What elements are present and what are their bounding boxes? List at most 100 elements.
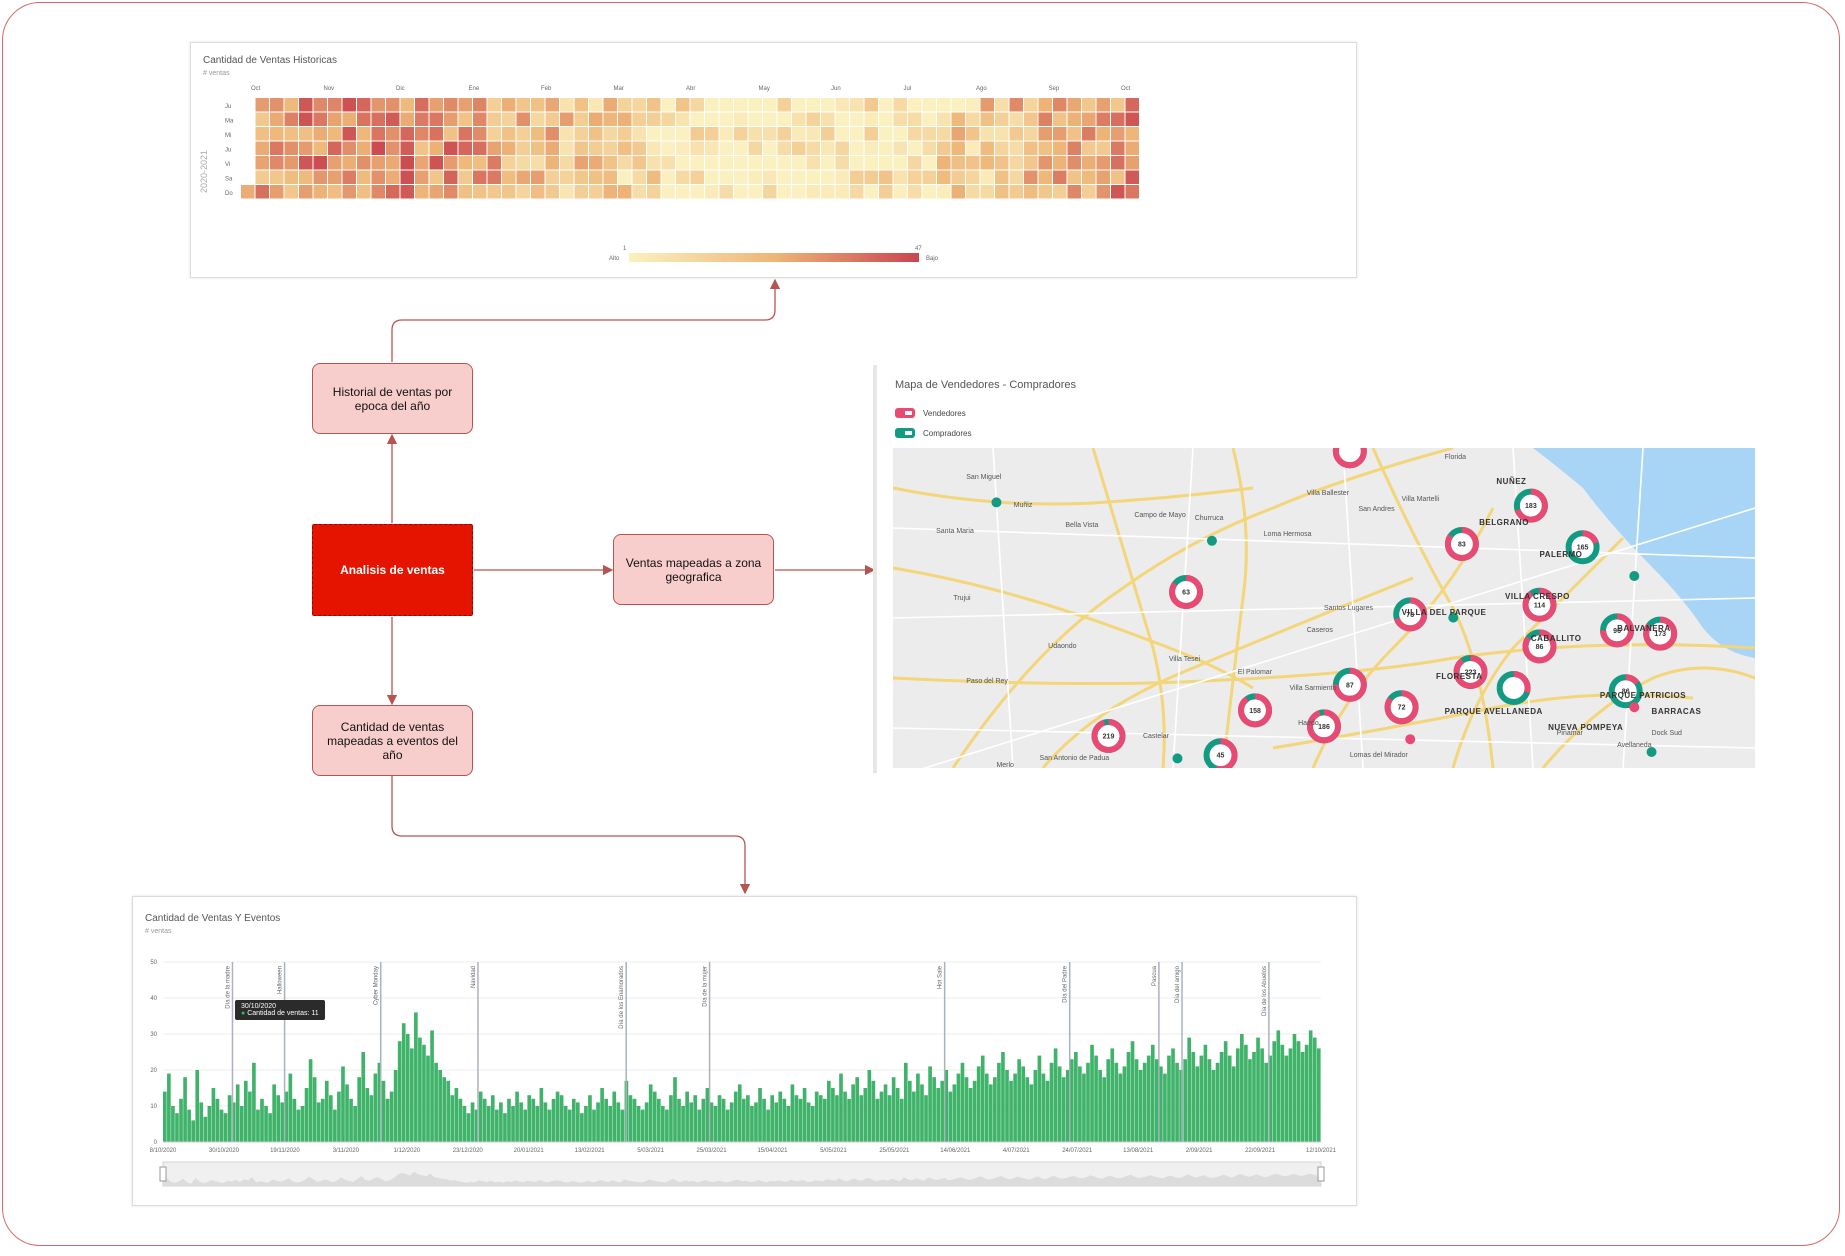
events-bar [924,1095,928,1142]
events-x-tick: 24/07/2021 [1062,1148,1093,1154]
legend-compradores[interactable]: Compradores [895,428,971,438]
heatmap-cell [879,156,893,170]
map-road [893,486,1254,506]
events-x-tick: 5/05/2021 [820,1148,847,1154]
heatmap-cell [1009,185,1023,199]
events-bar [503,1113,507,1142]
heatmap-cell [560,141,574,155]
events-x-tick: 22/09/2021 [1245,1148,1276,1154]
heatmap-cell [342,170,356,184]
heatmap-cell [864,98,878,112]
heatmap-cell [313,98,327,112]
legend-vendedores[interactable]: Vendedores [895,408,966,418]
heatmap-cell [545,127,559,141]
heatmap-cell [980,156,994,170]
heatmap-cell [284,127,298,141]
heatmap-cell [603,127,617,141]
heatmap-cell [386,170,400,184]
heatmap-cell [719,156,733,170]
heatmap-cell [922,98,936,112]
map-place-label: Florida [1444,454,1467,462]
heatmap-cell [1038,170,1052,184]
heatmap-cell [690,98,704,112]
events-bar [742,1098,746,1142]
map-donut-sellers [1332,448,1367,469]
map-place-label: Lomas del Mirador [1349,752,1408,759]
events-bar [762,1098,766,1142]
heatmap-cell [458,170,472,184]
heatmap-cell [821,170,835,184]
heatmap-cell [748,98,762,112]
events-title: Cantidad de Ventas Y Eventos [145,913,281,924]
node-events[interactable]: Cantidad de ventas mapeadas a eventos de… [312,705,473,776]
events-bar [450,1095,455,1142]
heatmap-cell [415,156,429,170]
events-bar [778,1091,783,1142]
events-bar [1114,1062,1119,1142]
events-bar [701,1098,706,1142]
events-bar [409,1048,414,1142]
map-place-label: Campo de Mayo [1134,512,1186,519]
events-bar [167,1073,171,1142]
heatmap-cell [632,156,646,170]
heatmap-cell [792,170,806,184]
events-bar [268,1113,272,1142]
events-bar [770,1095,774,1142]
map-road [1451,536,1625,768]
heatmap-cell [864,156,878,170]
heatmap-cell [516,112,530,126]
events-x-tick: 20/01/2021 [514,1148,545,1154]
heatmap-cell [632,98,646,112]
heatmap-month-label: Ene [469,86,480,92]
heatmap-cell [980,112,994,126]
events-bar [1183,1059,1187,1142]
heatmap-day-label: Ma [225,119,234,125]
map-road [1091,448,1166,768]
events-bar [1191,1052,1196,1142]
heatmap-cell [473,127,487,141]
map-donut-label: 96 [1613,628,1621,635]
map-donut-label: 86 [1536,644,1544,651]
heatmap-cell [386,127,400,141]
events-bar [1171,1048,1175,1142]
events-x-tick: 8/10/2020 [150,1148,177,1154]
events-bar [1150,1044,1155,1142]
heatmap-cell [502,156,516,170]
heatmap-cell [995,98,1009,112]
heatmap-cell [255,185,269,199]
heatmap-cell [444,156,458,170]
heatmap-cell [719,141,733,155]
heatmap-cell [603,141,617,155]
events-marker-label: Hot Sale [938,965,944,989]
map-donut-sellers [1238,693,1273,728]
node-geo[interactable]: Ventas mapeadas a zona geografica [613,534,774,605]
heatmap-cell [1067,98,1081,112]
heatmap-cell [603,156,617,170]
events-x-tick: 19/11/2020 [270,1148,300,1154]
heatmap-cell [1024,127,1038,141]
heatmap-cell [835,156,849,170]
heatmap-cell [908,112,922,126]
heatmap-cell [531,141,545,155]
events-bar [948,1091,953,1142]
map-donut-marker [1332,448,1367,469]
events-bar [1248,1059,1252,1142]
heatmap-cell [1038,98,1052,112]
heatmap-cell [473,185,487,199]
heatmap-cell [444,127,458,141]
map-place-label: Udaondo [1048,643,1077,651]
heatmap-day-label: Mi [225,133,231,139]
events-bar [693,1095,698,1142]
node-sales-analysis[interactable]: Analisis de ventas [312,524,473,616]
map-road [893,566,1254,690]
heatmap-cell [632,127,646,141]
heatmap-cell [415,98,429,112]
events-bar [952,1084,957,1142]
heatmap-cell [574,112,588,126]
events-bar [1029,1084,1034,1142]
events-bar [648,1084,653,1142]
events-bar [405,1034,410,1142]
heatmap-cell [357,156,371,170]
node-history[interactable]: Historial de ventas por epoca del año [312,363,473,434]
